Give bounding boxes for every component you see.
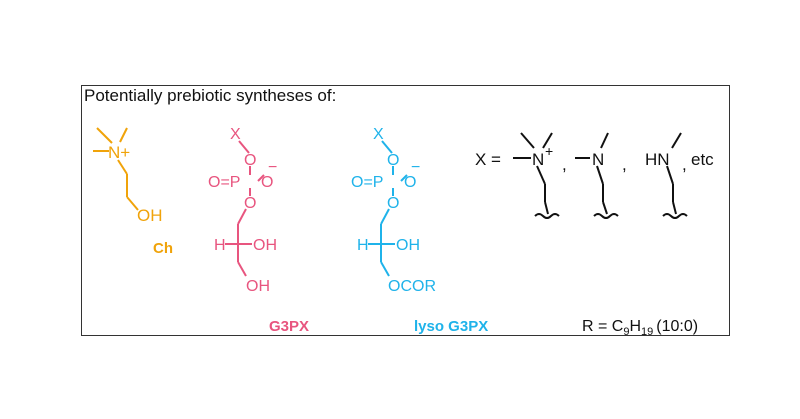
x1-methyl-1 bbox=[520, 132, 535, 149]
g3px-oh: OH bbox=[253, 237, 277, 254]
x3-chain-3 bbox=[672, 201, 677, 215]
choline-methyl-bond-2 bbox=[119, 127, 128, 143]
lyso-o-bottom: O bbox=[387, 195, 399, 212]
choline-chain-bond-1 bbox=[117, 159, 128, 175]
g3px-minus: − bbox=[268, 159, 277, 176]
etc-text: etc bbox=[691, 150, 714, 169]
choline-methyl-bond-1 bbox=[96, 127, 113, 144]
lyso-o-top: O bbox=[387, 152, 399, 169]
x3-chain-1 bbox=[666, 165, 674, 185]
x1-chain-3 bbox=[544, 201, 549, 215]
g3px-h: H bbox=[214, 237, 226, 254]
x2-wavy-bond bbox=[593, 213, 619, 219]
g3px-o-side: O bbox=[261, 174, 273, 191]
lyso-bond-p-o-side bbox=[400, 174, 408, 182]
g3px-bond-x-o bbox=[238, 140, 250, 154]
x-def-bonds bbox=[513, 132, 688, 219]
lyso-bond-x-o bbox=[381, 140, 393, 154]
choline-n-plus: N+ bbox=[108, 143, 130, 162]
x1-chain-1 bbox=[536, 165, 546, 185]
r-sub-19: 19 bbox=[641, 326, 653, 338]
g3px-bond-p-o-side bbox=[257, 174, 265, 182]
x3-methyl bbox=[671, 132, 682, 149]
g3px-chain-bond-1 bbox=[237, 208, 247, 225]
lyso-chain-bond-1 bbox=[380, 208, 390, 225]
r-sub-9: 9 bbox=[623, 326, 629, 338]
x1-plus: + bbox=[545, 143, 553, 159]
scheme-heading: Potentially prebiotic syntheses of: bbox=[84, 86, 337, 105]
lyso-x: X bbox=[373, 126, 384, 143]
choline-oh: OH bbox=[137, 206, 163, 225]
x3-hn: HN bbox=[645, 150, 670, 169]
g3px-label: G3PX bbox=[269, 318, 309, 335]
choline-chain-bond-3 bbox=[126, 196, 139, 211]
g3px-o-eq-p: O=P bbox=[208, 174, 240, 191]
x1-n: N bbox=[532, 150, 544, 169]
g3px-oh-bottom: OH bbox=[246, 278, 270, 295]
lyso-structure bbox=[368, 140, 408, 277]
scheme-frame bbox=[81, 85, 730, 336]
g3px-x: X bbox=[230, 126, 241, 143]
r-equals-c: R = C bbox=[582, 318, 623, 335]
x1-methyl-2 bbox=[542, 132, 553, 149]
g3px-o-top: O bbox=[244, 152, 256, 169]
g3px-chain-bond-4 bbox=[237, 261, 247, 277]
lyso-o-side: O bbox=[404, 174, 416, 191]
x1-wavy-bond bbox=[534, 213, 560, 219]
comma-3: , bbox=[682, 155, 687, 174]
lyso-o-eq-p: O=P bbox=[351, 174, 383, 191]
x2-chain-1 bbox=[596, 165, 604, 185]
r-ratio: (10:0) bbox=[656, 318, 698, 335]
choline-structure bbox=[93, 127, 139, 211]
lyso-chain-bond-4 bbox=[380, 261, 390, 277]
x2-chain-3 bbox=[602, 201, 608, 215]
x-equals: X = bbox=[475, 150, 501, 169]
lyso-h: H bbox=[357, 237, 369, 254]
lyso-ocor: OCOR bbox=[388, 278, 436, 295]
lyso-oh: OH bbox=[396, 237, 420, 254]
x2-n: N bbox=[592, 150, 604, 169]
comma-2: , bbox=[622, 155, 627, 174]
choline-label: Ch bbox=[153, 240, 173, 257]
x2-methyl bbox=[600, 132, 609, 149]
comma-1: , bbox=[562, 155, 567, 174]
lyso-minus: − bbox=[411, 159, 420, 176]
g3px-structure bbox=[225, 140, 265, 277]
r-definition: R = C9H19(10:0) bbox=[582, 318, 698, 338]
g3px-o-bottom: O bbox=[244, 195, 256, 212]
x3-wavy-bond bbox=[662, 213, 688, 219]
lyso-label: lyso G3PX bbox=[414, 318, 488, 335]
r-h: H bbox=[629, 318, 641, 335]
